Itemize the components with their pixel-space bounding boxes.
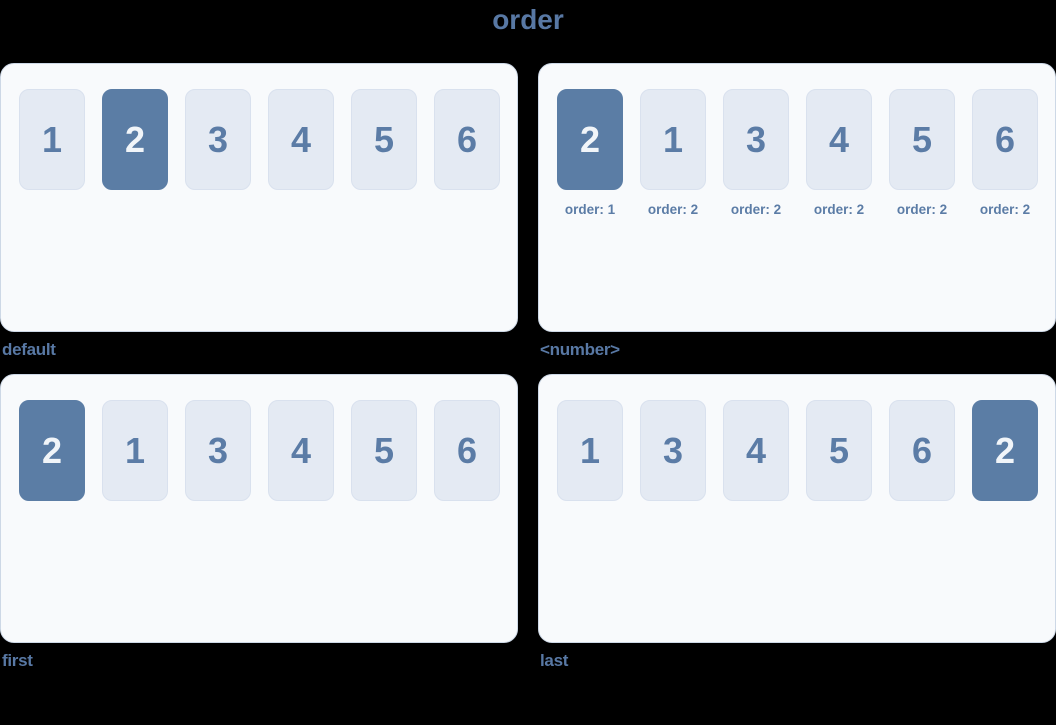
flex-item-column: 4 xyxy=(268,400,334,501)
flex-item-column: 5 xyxy=(351,400,417,501)
flex-item-number: 2 xyxy=(41,429,63,471)
flex-container: 1 2 3 4 5 6 xyxy=(19,89,500,190)
flex-item-column: 5 order: 2 xyxy=(889,89,955,217)
demo-cell-default: 1 2 3 4 5 6 default xyxy=(0,63,518,360)
flex-item-number: 5 xyxy=(373,429,395,471)
flex-item-1: 1 xyxy=(102,400,168,501)
flex-item-number: 6 xyxy=(911,429,933,471)
flex-item-number: 1 xyxy=(41,118,63,160)
flex-item-2-highlighted: 2 xyxy=(972,400,1038,501)
flex-item-4: 4 xyxy=(268,400,334,501)
flex-item-number: 2 xyxy=(579,118,601,160)
flex-item-2-highlighted: 2 xyxy=(102,89,168,190)
flex-item-3: 3 xyxy=(185,400,251,501)
page-title: order xyxy=(492,4,564,35)
order-value-label: order: 2 xyxy=(647,202,699,217)
flex-item-number: 6 xyxy=(994,118,1016,160)
flex-item-column: 2 xyxy=(972,400,1038,501)
flex-item-number: 4 xyxy=(290,429,312,471)
flex-item-4: 4 xyxy=(268,89,334,190)
panel-caption-default: default xyxy=(2,340,56,359)
flex-item-number: 2 xyxy=(124,118,146,160)
flex-item-column: 1 xyxy=(557,400,623,501)
flex-item-column: 6 order: 2 xyxy=(972,89,1038,217)
panel-caption-last: last xyxy=(540,651,569,670)
flex-item-number: 4 xyxy=(828,118,850,160)
order-value-label: order: 2 xyxy=(979,202,1031,217)
flex-item-column: 3 order: 2 xyxy=(723,89,789,217)
flex-item-4: 4 xyxy=(723,400,789,501)
flex-item-6: 6 xyxy=(434,400,500,501)
flex-item-1: 1 xyxy=(19,89,85,190)
demo-panel-last: 1 3 4 5 6 2 xyxy=(538,374,1056,643)
flex-item-number: 2 xyxy=(994,429,1016,471)
flex-item-2-highlighted: 2 xyxy=(19,400,85,501)
flex-item-column: 2 xyxy=(102,89,168,190)
panel-caption-number: <number> xyxy=(540,340,620,359)
flex-item-3: 3 xyxy=(640,400,706,501)
flex-item-column: 6 xyxy=(434,400,500,501)
flex-container: 1 3 4 5 6 2 xyxy=(557,400,1038,501)
flex-item-column: 1 xyxy=(19,89,85,190)
demo-cell-first: 2 1 3 4 5 6 first xyxy=(0,374,518,671)
flex-container: 2 order: 1 1 order: 2 3 order: 2 4 order: 2 5 ord… xyxy=(557,89,1038,217)
order-value-label: order: 1 xyxy=(564,202,616,217)
flex-item-number: 4 xyxy=(745,429,767,471)
flex-item-number: 3 xyxy=(745,118,767,160)
flex-item-3: 3 xyxy=(723,89,789,190)
demo-panel-number: 2 order: 1 1 order: 2 3 order: 2 4 order: 2 5 ord… xyxy=(538,63,1056,332)
flex-item-number: 1 xyxy=(579,429,601,471)
flex-item-column: 1 xyxy=(102,400,168,501)
flex-item-column: 3 xyxy=(640,400,706,501)
flex-item-number: 3 xyxy=(207,429,229,471)
flex-item-1: 1 xyxy=(640,89,706,190)
flex-item-5: 5 xyxy=(351,400,417,501)
flex-item-2-highlighted: 2 xyxy=(557,89,623,190)
flex-item-column: 4 xyxy=(268,89,334,190)
flex-item-column: 5 xyxy=(351,89,417,190)
demo-grid: 1 2 3 4 5 6 default 2 order: 1 1 order: 2 3 order: 2… xyxy=(0,63,1056,671)
flex-item-column: 1 order: 2 xyxy=(640,89,706,217)
demo-panel-first: 2 1 3 4 5 6 xyxy=(0,374,518,643)
flex-item-column: 3 xyxy=(185,400,251,501)
flex-item-number: 5 xyxy=(373,118,395,160)
flex-container: 2 1 3 4 5 6 xyxy=(19,400,500,501)
flex-item-number: 3 xyxy=(207,118,229,160)
flex-item-6: 6 xyxy=(972,89,1038,190)
flex-item-column: 5 xyxy=(806,400,872,501)
flex-item-number: 1 xyxy=(124,429,146,471)
order-value-label: order: 2 xyxy=(896,202,948,217)
flex-item-5: 5 xyxy=(889,89,955,190)
flex-item-number: 1 xyxy=(662,118,684,160)
flex-item-5: 5 xyxy=(806,400,872,501)
flex-item-number: 5 xyxy=(911,118,933,160)
flex-item-5: 5 xyxy=(351,89,417,190)
flex-item-number: 3 xyxy=(662,429,684,471)
flex-item-column: 6 xyxy=(889,400,955,501)
flex-item-column: 2 order: 1 xyxy=(557,89,623,217)
flex-item-column: 4 xyxy=(723,400,789,501)
order-value-label: order: 2 xyxy=(730,202,782,217)
flex-item-number: 5 xyxy=(828,429,850,471)
flex-item-column: 3 xyxy=(185,89,251,190)
demo-panel-default: 1 2 3 4 5 6 xyxy=(0,63,518,332)
demo-cell-last: 1 3 4 5 6 2 last xyxy=(538,374,1056,671)
flex-item-column: 4 order: 2 xyxy=(806,89,872,217)
flex-item-3: 3 xyxy=(185,89,251,190)
flex-item-column: 2 xyxy=(19,400,85,501)
flex-item-6: 6 xyxy=(889,400,955,501)
demo-cell-number: 2 order: 1 1 order: 2 3 order: 2 4 order: 2 5 ord… xyxy=(538,63,1056,360)
flex-item-6: 6 xyxy=(434,89,500,190)
flex-item-1: 1 xyxy=(557,400,623,501)
flex-item-number: 6 xyxy=(456,429,478,471)
flex-item-number: 6 xyxy=(456,118,478,160)
flex-item-4: 4 xyxy=(806,89,872,190)
flex-item-number: 4 xyxy=(290,118,312,160)
panel-caption-first: first xyxy=(2,651,33,670)
flex-item-column: 6 xyxy=(434,89,500,190)
order-value-label: order: 2 xyxy=(813,202,865,217)
